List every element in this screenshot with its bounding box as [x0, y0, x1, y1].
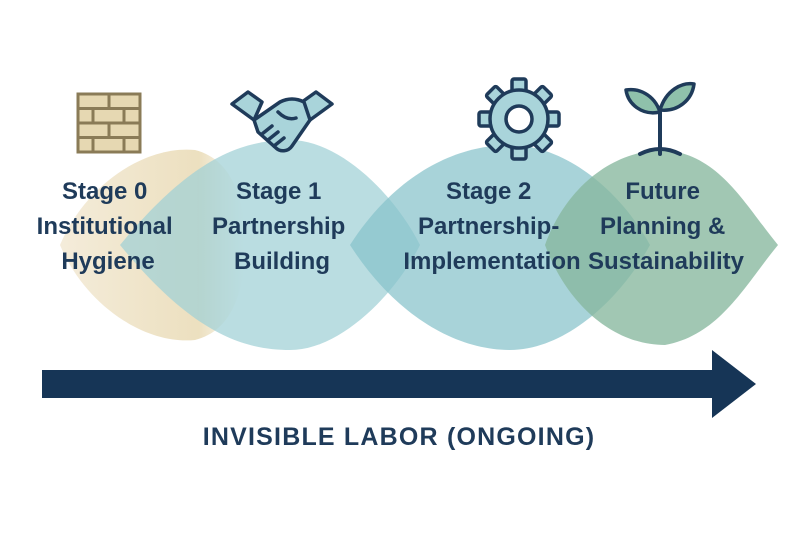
stage-2-label: Stage 2 Partnership- Implementation [403, 178, 580, 275]
stage-1-line-2: Partnership [212, 213, 345, 240]
future-line-3: Sustainability [588, 248, 745, 275]
stage-0-line-3: Hygiene [61, 248, 154, 275]
stage-1-label: Stage 1 Partnership Building [212, 178, 352, 275]
brick-wall-icon [76, 92, 142, 154]
wave-band [60, 140, 778, 350]
stage-1-line-1: Stage 1 [236, 178, 321, 205]
wave-future [545, 150, 778, 345]
timeline-bar [42, 370, 714, 398]
gear-icon [477, 77, 561, 161]
handshake-icon [230, 90, 334, 153]
future-line-1: Future [625, 178, 700, 205]
arrow-right-icon [42, 350, 756, 418]
invisible-labor-label: INVISIBLE LABOR (ONGOING) [203, 423, 596, 451]
stage-0-line-1: Stage 0 [62, 178, 147, 205]
stage-2-line-1: Stage 2 [446, 178, 531, 205]
timeline-arrowhead [712, 350, 756, 418]
stage-0-line-2: Institutional [37, 213, 173, 240]
stage-2-line-2: Partnership- [418, 213, 559, 240]
stage-1-line-3: Building [234, 248, 330, 275]
sprout-icon [624, 81, 696, 156]
future-line-2: Planning & [600, 213, 725, 240]
future-stage-label: Future Planning & Sustainability [588, 178, 745, 275]
stage-0-label: Stage 0 Institutional Hygiene [37, 178, 180, 275]
stage-2-line-3: Implementation [403, 248, 580, 275]
wave-stage-1 [120, 140, 420, 350]
